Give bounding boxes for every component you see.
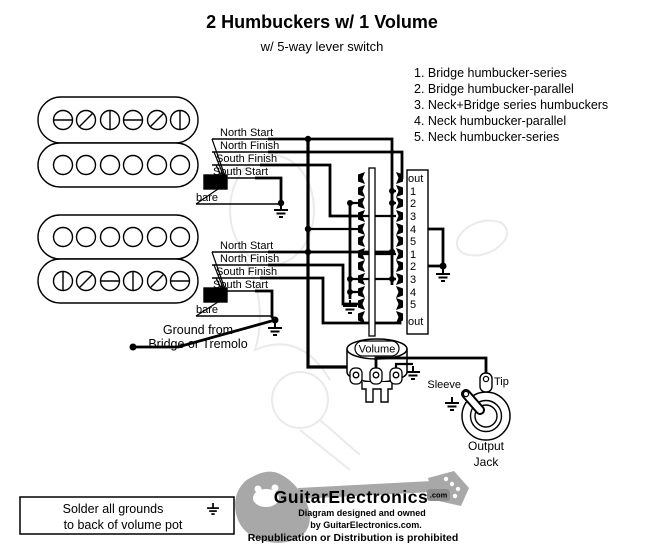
switch-lug-label: 5 xyxy=(410,236,416,248)
bridge-pole-pieces xyxy=(52,226,191,292)
legend-item: 5. Neck humbucker-series xyxy=(414,130,559,144)
wire-pot-to-jack xyxy=(374,356,488,381)
solder-note-line1: Solder all grounds xyxy=(63,502,164,516)
wire-label-south-start: South Start xyxy=(213,166,268,178)
ground-icon xyxy=(444,396,460,411)
wire-neck-south-start xyxy=(255,176,283,203)
legend-item: 3. Neck+Bridge series humbuckers xyxy=(414,98,608,112)
wire-output-bus xyxy=(306,139,353,369)
pot-lugs xyxy=(349,367,403,385)
solder-note-line2: to back of volume pot xyxy=(64,518,183,532)
switch-lug-label: 2 xyxy=(410,261,416,273)
ground-note-line1: Ground from xyxy=(163,323,233,337)
wire-label-north-start: North Start xyxy=(220,127,273,139)
diagram-subtitle: w/ 5-way lever switch xyxy=(260,39,384,54)
solder-note-box: Solder all grounds to back of volume pot xyxy=(19,496,235,535)
switch-position-legend: 1. Bridge humbucker-series 2. Bridge hum… xyxy=(414,66,608,144)
ground-icon xyxy=(267,321,283,336)
logo-domain-badge xyxy=(427,489,450,501)
logo-brand-text: GuitarElectronics xyxy=(274,487,428,507)
guitar-silhouette-details xyxy=(253,476,461,507)
wire-neck-south-finish xyxy=(260,163,360,218)
ground-icon xyxy=(405,365,421,380)
wire-bridge-north-finish xyxy=(268,263,360,306)
pot-mounting-bracket xyxy=(361,382,393,403)
bridge-ground-note: Ground from Bridge or Tremolo xyxy=(148,323,247,351)
ground-icon xyxy=(342,299,358,314)
bridge-pickup-wire-labels: North Start North Finish South Finish So… xyxy=(196,240,279,316)
bridge-cable-connector xyxy=(203,287,228,303)
switch-lug-label: out xyxy=(408,173,423,185)
wire-neck-north-finish xyxy=(268,150,404,179)
wire-label-north-start: North Start xyxy=(220,240,273,252)
jack-labels: Sleeve Tip Output Jack xyxy=(427,376,509,469)
switch-blade xyxy=(368,167,376,337)
switch-lug-label: 2 xyxy=(410,198,416,210)
switch-lug-label: 4 xyxy=(410,287,416,299)
switch-left-lugs xyxy=(358,172,365,323)
logo-credit-line1: Diagram designed and owned xyxy=(298,508,426,518)
neck-pickup-wire-labels: North Start North Finish South Finish So… xyxy=(196,127,279,204)
switch-lug-labels: out 1 2 3 4 5 1 2 3 4 5 out xyxy=(408,173,423,328)
output-jack xyxy=(461,372,511,441)
jack-tip-lug xyxy=(479,372,493,393)
neck-cable-connector xyxy=(203,174,228,190)
switch-lug-label: 5 xyxy=(410,299,416,311)
switch-lug-label: 4 xyxy=(410,224,416,236)
wire-label-north-finish: North Finish xyxy=(220,140,279,152)
jack-sleeve-label: Sleeve xyxy=(427,379,461,391)
wire-label-bare: bare xyxy=(196,192,218,204)
switch-lug-label: out xyxy=(408,316,423,328)
switch-lug-label: 1 xyxy=(410,186,416,198)
wire-label-south-start: South Start xyxy=(213,279,268,291)
wire-label-south-finish: South Finish xyxy=(216,153,277,165)
legend-item: 4. Neck humbucker-parallel xyxy=(414,114,566,128)
jack-caption-line1: Output xyxy=(468,439,505,453)
switch-lug-label: 3 xyxy=(410,274,416,286)
wire-pot-casing-ground xyxy=(394,362,413,368)
bridge-pickup xyxy=(37,214,228,304)
neck-pole-pieces xyxy=(52,109,191,176)
neck-pickup xyxy=(37,96,228,190)
ground-icon xyxy=(273,203,289,218)
switch-right-lugs xyxy=(396,172,403,323)
five-way-switch: out 1 2 3 4 5 1 2 3 4 5 out xyxy=(358,167,429,337)
ground-note-line2: Bridge or Tremolo xyxy=(148,337,247,351)
ground-icon xyxy=(435,267,451,282)
switch-body xyxy=(406,169,429,335)
switch-lug-label: 1 xyxy=(410,249,416,261)
logo-credit-line2: by GuitarElectronics.com. xyxy=(310,520,422,530)
legend-item: 1. Bridge humbucker-series xyxy=(414,66,567,80)
logo-domain-text: .com xyxy=(430,491,448,500)
jack-caption-line2: Jack xyxy=(474,455,500,469)
diagram-title: 2 Humbuckers w/ 1 Volume xyxy=(206,12,438,32)
volume-pot: Volume xyxy=(346,338,488,403)
pot-label-plate xyxy=(354,340,400,357)
wire-label-bare: bare xyxy=(196,304,218,316)
jack-tip-label: Tip xyxy=(494,376,509,388)
switch-lug-label: 3 xyxy=(410,211,416,223)
legend-item: 2. Bridge humbucker-parallel xyxy=(414,82,574,96)
logo-notice: Republication or Distribution is prohibi… xyxy=(248,532,459,544)
volume-pot-label: Volume xyxy=(359,344,396,356)
guitarelectronics-logo: GuitarElectronics .com Diagram designed … xyxy=(235,471,469,544)
wire-bridge-south-finish xyxy=(260,276,402,325)
wire-label-north-finish: North Finish xyxy=(220,253,279,265)
wire-bridge-ground xyxy=(133,318,276,349)
wire-label-south-finish: South Finish xyxy=(216,266,277,278)
